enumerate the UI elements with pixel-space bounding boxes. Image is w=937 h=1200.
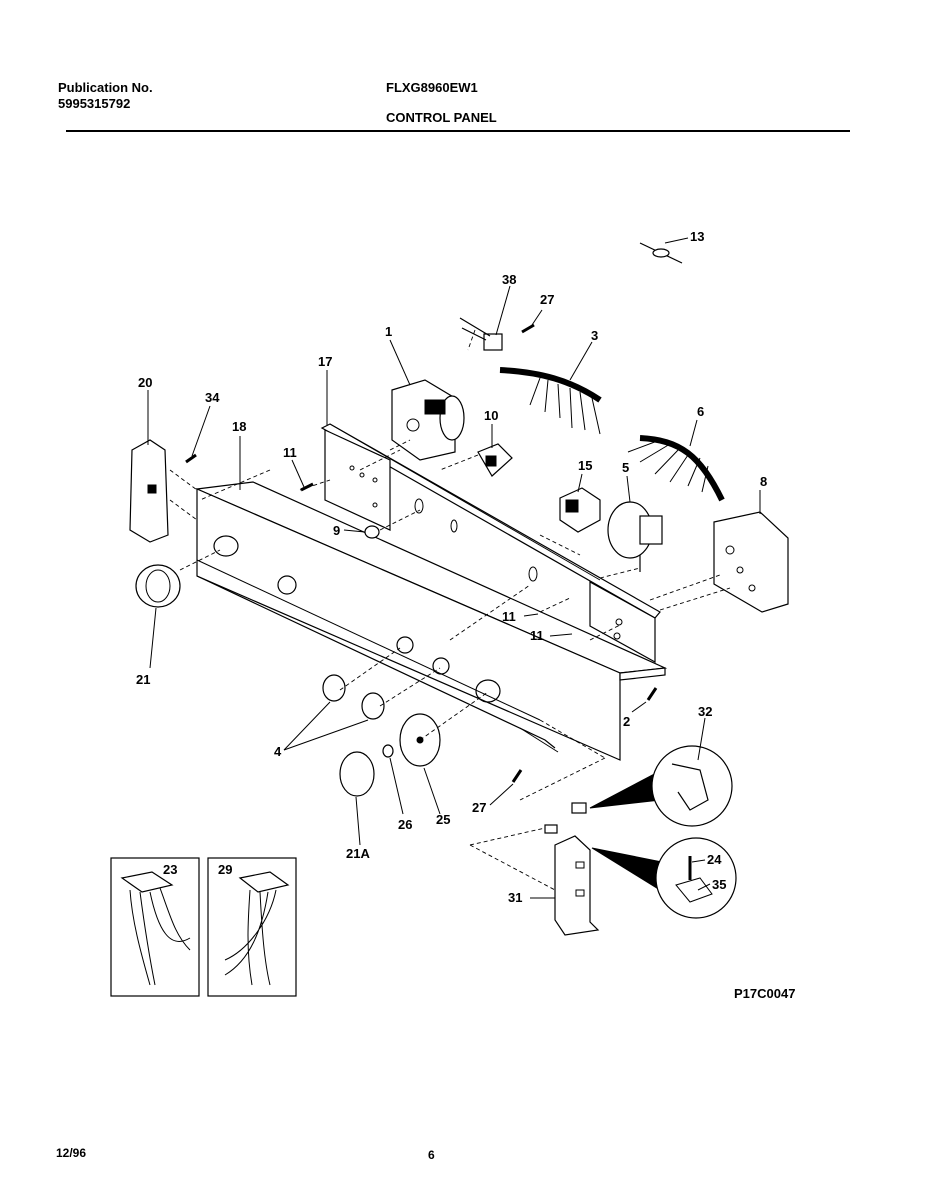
knob-4-a xyxy=(322,674,346,702)
callout-35: 35 xyxy=(712,877,726,892)
callout-10: 10 xyxy=(484,408,498,423)
callout-6: 6 xyxy=(697,404,704,419)
callout-2: 2 xyxy=(623,714,630,729)
wire-harness-6 xyxy=(627,435,725,502)
callout-26: 26 xyxy=(398,817,412,832)
washer-26 xyxy=(382,744,394,758)
leader-lines xyxy=(147,237,761,899)
footer-date: 12/96 xyxy=(56,1146,87,1160)
inset-harness-29 xyxy=(207,857,297,997)
callout-29: 29 xyxy=(218,862,232,877)
bracket-31 xyxy=(554,835,600,936)
detail-circle-32 xyxy=(589,745,733,827)
switch-15 xyxy=(559,487,601,533)
wire-connector xyxy=(459,317,503,351)
callout-8: 8 xyxy=(760,474,767,489)
knob-4-b xyxy=(361,692,385,720)
control-panel-back-bracket xyxy=(320,423,661,664)
detail-circle-24-35 xyxy=(591,837,737,919)
screw-27-lower xyxy=(511,769,523,783)
motor-5 xyxy=(607,501,663,572)
section-title: CONTROL PANEL xyxy=(386,110,497,125)
callout-31: 31 xyxy=(508,890,522,905)
callout-27-top: 27 xyxy=(540,292,554,307)
timer xyxy=(391,379,465,461)
control-module-8 xyxy=(713,511,789,613)
callout-27-lower: 27 xyxy=(472,800,486,815)
callout-15: 15 xyxy=(578,458,592,473)
control-panel-console xyxy=(194,481,668,761)
callout-3: 3 xyxy=(591,328,598,343)
callout-11-mid: 11 xyxy=(502,609,516,624)
callout-24: 24 xyxy=(707,852,722,867)
panel-knob-hole-4 xyxy=(432,657,450,675)
callout-9: 9 xyxy=(333,523,340,538)
panel-knob-hole-1 xyxy=(213,535,239,557)
callout-20: 20 xyxy=(138,375,152,390)
callout-34: 34 xyxy=(205,390,220,405)
switch-10 xyxy=(477,443,513,477)
inset-harness-23 xyxy=(110,857,200,997)
panel-knob-hole-2 xyxy=(277,575,297,595)
screw-27-top xyxy=(521,323,535,334)
callout-23: 23 xyxy=(163,862,177,877)
fuse-13 xyxy=(639,242,683,264)
clip-small xyxy=(544,802,587,834)
callout-21a: 21A xyxy=(346,846,370,861)
callout-4: 4 xyxy=(274,744,282,759)
header-divider xyxy=(66,130,850,132)
callout-13: 13 xyxy=(690,229,704,244)
panel-knob-hole-5 xyxy=(475,679,501,703)
panel-knob-hole-3 xyxy=(396,636,414,654)
callout-17: 17 xyxy=(318,354,332,369)
model-number: FLXG8960EW1 xyxy=(386,80,478,95)
callout-25: 25 xyxy=(436,812,450,827)
publication-label: Publication No. xyxy=(58,80,153,95)
callout-1: 1 xyxy=(385,324,392,339)
figure-code: P17C0047 xyxy=(734,986,795,1001)
callout-18: 18 xyxy=(232,419,246,434)
callout-11-left: 11 xyxy=(283,445,297,460)
screw-2 xyxy=(646,687,658,701)
page-number: 6 xyxy=(428,1148,435,1162)
publication-number: 5995315792 xyxy=(58,96,131,111)
knob-21 xyxy=(135,564,181,608)
end-cap-20 xyxy=(129,439,169,543)
callout-5: 5 xyxy=(622,460,629,475)
push-button-9 xyxy=(364,525,380,539)
knob-21a xyxy=(339,751,375,797)
wire-harness-3 xyxy=(499,367,602,435)
screw-34 xyxy=(185,453,197,464)
callout-11-right: 11 xyxy=(530,628,544,643)
callout-21: 21 xyxy=(136,672,150,687)
guide-lines xyxy=(169,329,731,891)
callout-38: 38 xyxy=(502,272,516,287)
callouts: 13 38 27 3 1 17 20 34 10 6 18 11 15 5 8 … xyxy=(136,229,767,905)
callout-32: 32 xyxy=(698,704,712,719)
